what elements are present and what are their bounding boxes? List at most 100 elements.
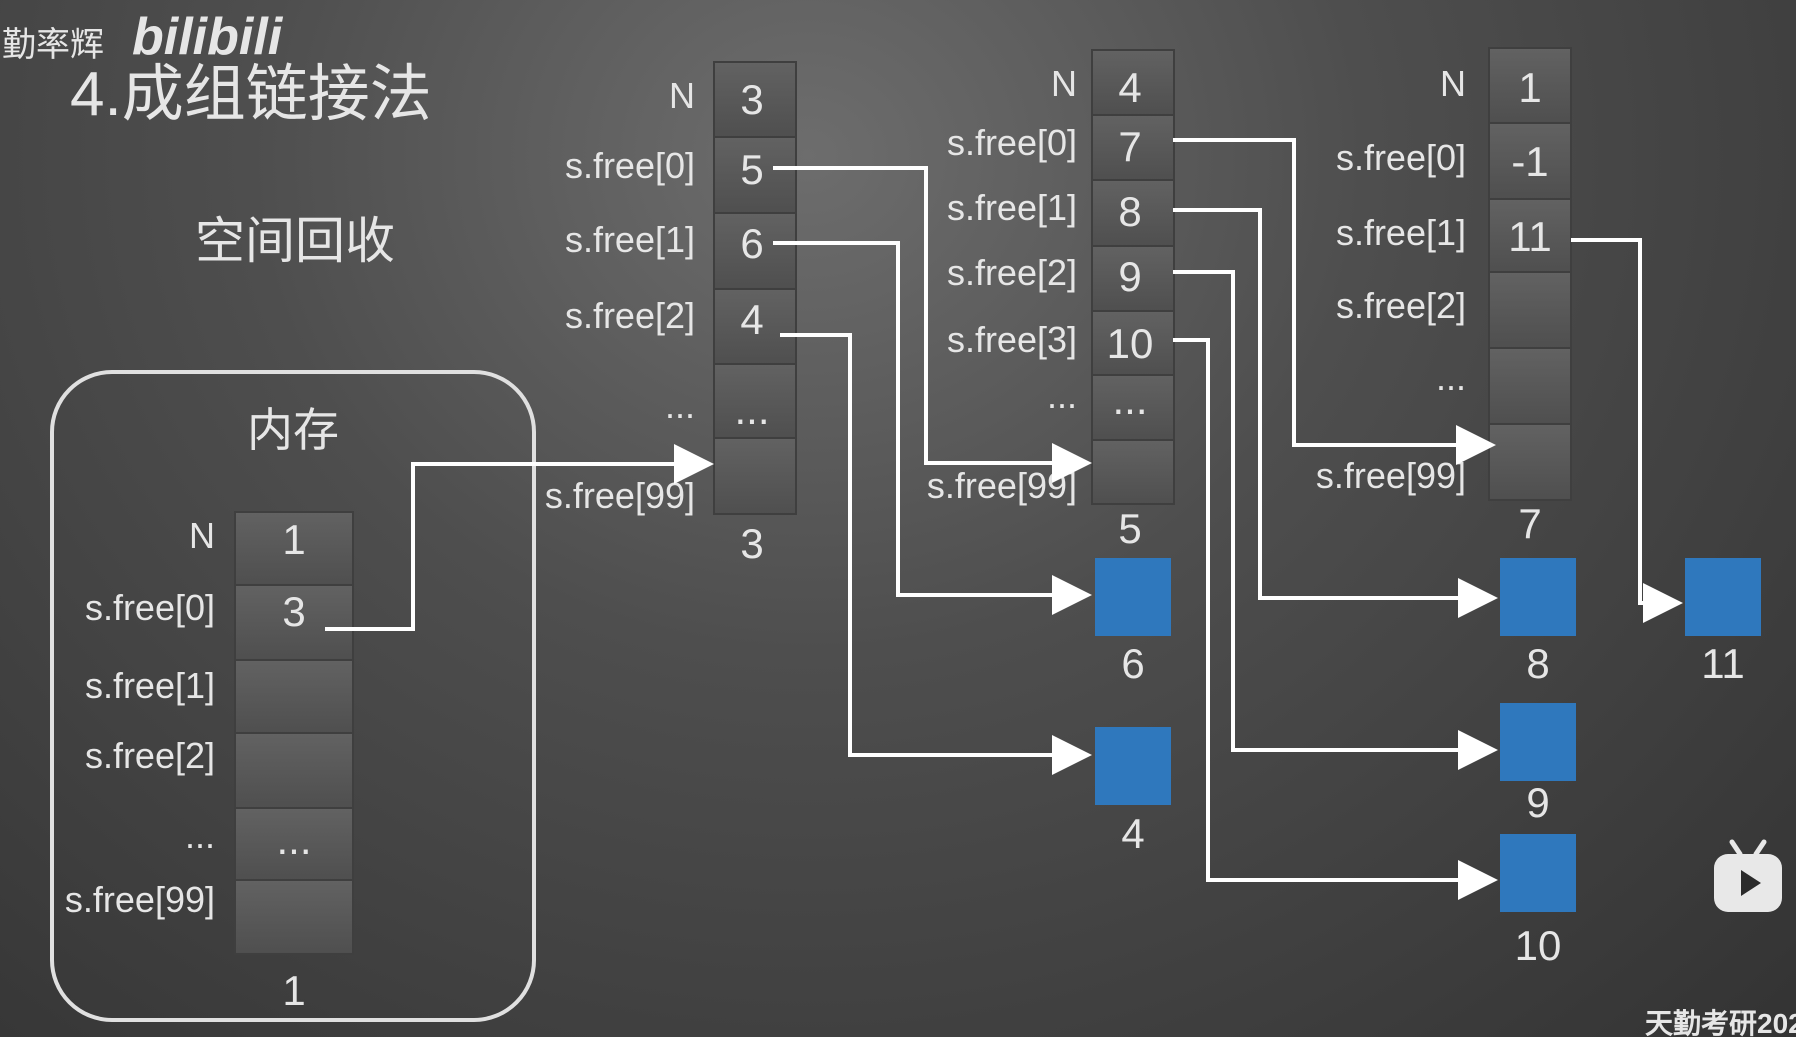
group-2-cell (1091, 439, 1175, 505)
group-1-cell-value: ... (734, 386, 769, 433)
memory-cell (234, 659, 354, 734)
group-2-row-label: s.free[1] (947, 187, 1077, 228)
group-table-3: N 1 s.free[0] -1 s.free[1] 11 s.free[2]... s.fr… (1316, 47, 1572, 547)
memory-cell-value: 1 (282, 516, 305, 563)
group-2-row-label: s.free[2] (947, 252, 1077, 293)
memory-panel (50, 370, 536, 1022)
group-1-cell (713, 437, 797, 515)
group-1-row-label: N (669, 75, 695, 116)
group-1-cell-value: 4 (740, 296, 763, 343)
group-2-cell (1091, 245, 1175, 312)
free-block-label: 6 (1121, 640, 1144, 687)
group-1-cell-value: 3 (740, 76, 763, 123)
memory-block-number: 1 (282, 967, 305, 1014)
free-block (1500, 558, 1576, 636)
group-3-cell-value: 1 (1518, 64, 1541, 111)
group-tables: N 3 s.free[0] 5 s.free[1] 6 s.free[2] 4...... s.… (545, 47, 1572, 567)
free-block (1500, 834, 1576, 912)
memory-cell-value: 3 (282, 588, 305, 635)
group-1-row-label: s.free[0] (565, 145, 695, 186)
group-1-cell-value: 5 (740, 146, 763, 193)
group-3-cell (1488, 198, 1572, 273)
group-1-row-label: s.free[99] (545, 475, 695, 516)
group-3-cell (1488, 47, 1572, 124)
group-3-cell (1488, 423, 1572, 501)
memory-cell (234, 732, 354, 809)
group-2-row-label: s.free[3] (947, 319, 1077, 360)
memory-cell (234, 807, 354, 881)
pointer-arrow (773, 166, 1092, 483)
free-block (1095, 558, 1171, 636)
group-1-cell-value: 6 (740, 220, 763, 267)
free-block (1685, 558, 1761, 636)
arrows (325, 138, 1683, 900)
memory-row-label: ... (185, 815, 215, 856)
free-block (1095, 727, 1171, 805)
group-3-cell (1488, 271, 1572, 349)
group-1-cell (713, 61, 797, 138)
pointer-arrow (1571, 238, 1683, 623)
group-2-row-label: ... (1047, 375, 1077, 416)
group-2-cell-value: 9 (1118, 253, 1141, 300)
free-block-label: 8 (1526, 640, 1549, 687)
group-3-row-label: N (1440, 63, 1466, 104)
group-2-cell-value: 4 (1118, 64, 1141, 111)
group-table-1: N 3 s.free[0] 5 s.free[1] 6 s.free[2] 4...... s.… (545, 61, 797, 567)
group-2-cell (1091, 374, 1175, 441)
group-2-cell-value: ... (1112, 376, 1147, 423)
pointer-arrow (325, 444, 714, 631)
group-1-row-label: ... (665, 385, 695, 426)
watermark-brand: bilibili (132, 8, 284, 66)
group-2-cell-value: 7 (1118, 123, 1141, 170)
free-block-label: 4 (1121, 810, 1144, 857)
group-2-cell (1091, 179, 1175, 247)
free-block-label: 11 (1701, 640, 1745, 687)
group-1-row-label: s.free[2] (565, 295, 695, 336)
pointer-arrow (1173, 138, 1496, 465)
free-block-label: 10 (1515, 922, 1562, 969)
pointer-arrow (1173, 208, 1498, 618)
free-blocks: 6 4 8 9 10 11 (1095, 558, 1761, 969)
group-3-cell-value: -1 (1511, 138, 1548, 185)
watermark-author: 勤率辉 (2, 26, 104, 64)
memory-cell (234, 879, 354, 955)
group-3-row-label: s.free[2] (1336, 285, 1466, 326)
free-block (1500, 703, 1576, 781)
group-3-row-label: s.free[99] (1316, 455, 1466, 496)
memory-row-label: s.free[99] (65, 879, 215, 920)
group-3-cell (1488, 122, 1572, 200)
group-2-cell-value: 10 (1107, 320, 1154, 367)
group-1-cell (713, 363, 797, 439)
group-3-cell (1488, 347, 1572, 425)
watermark-footer: 天勤考研202 (1645, 1008, 1796, 1037)
pointer-arrow (1173, 270, 1498, 770)
group-1-cell (713, 212, 797, 290)
memory-row-label: s.free[1] (85, 665, 215, 706)
group-1-block-number: 3 (740, 520, 763, 567)
group-2-cell-value: 8 (1118, 188, 1141, 235)
group-2-row-label: N (1051, 63, 1077, 104)
pointer-arrow (773, 241, 1092, 615)
section-subtitle: 空间回收 (195, 213, 395, 269)
group-2-cell (1091, 49, 1175, 116)
bilibili-tv-icon (1714, 839, 1782, 912)
group-3-cell-value: 11 (1508, 213, 1552, 260)
pointer-arrow (1173, 338, 1498, 900)
group-3-row-label: s.free[1] (1336, 212, 1466, 253)
page-title: 4.成组链接法 (70, 60, 432, 129)
memory-row-label: s.free[2] (85, 735, 215, 776)
group-2-row-label: s.free[99] (927, 465, 1077, 506)
free-block-label: 9 (1526, 779, 1549, 826)
memory-row-label: N (189, 515, 215, 556)
group-3-row-label: s.free[0] (1336, 137, 1466, 178)
group-3-row-label: ... (1436, 357, 1466, 398)
memory-label: 内存 (247, 404, 339, 456)
group-1-cell (713, 288, 797, 365)
pointer-arrow (780, 333, 1092, 775)
group-2-row-label: s.free[0] (947, 122, 1077, 163)
group-1-row-label: s.free[1] (565, 219, 695, 260)
memory-row-label: s.free[0] (85, 587, 215, 628)
